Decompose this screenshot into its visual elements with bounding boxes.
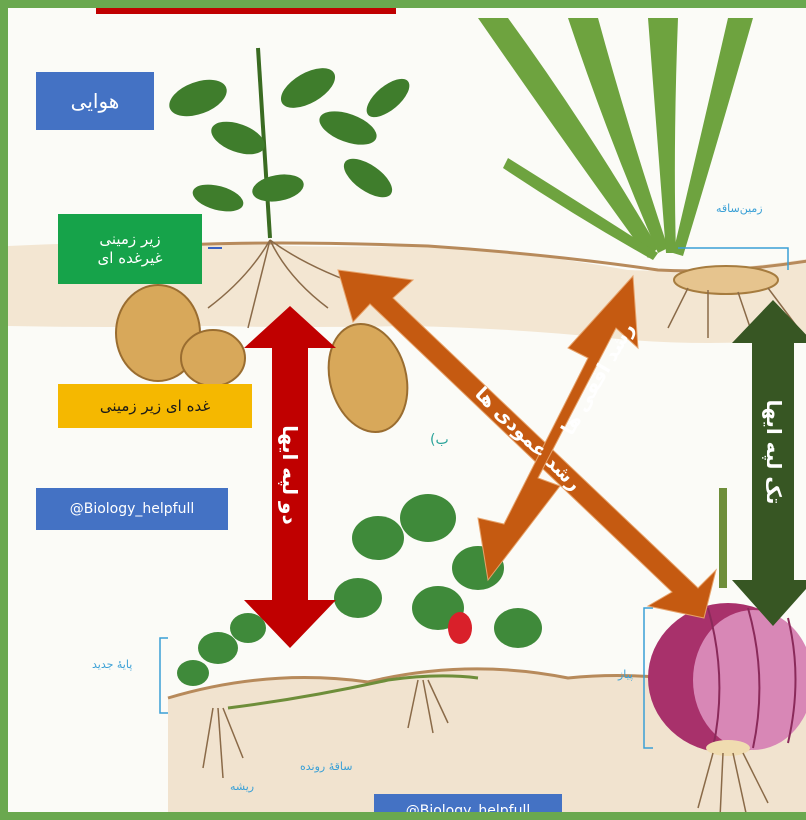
underground-non-tuber-label: زیر زمینی غیرغده ای bbox=[58, 214, 202, 284]
aerial-label: هوایی bbox=[36, 72, 154, 130]
root-label: ریشه bbox=[230, 780, 254, 793]
rhizome-plant bbox=[478, 18, 753, 260]
dicots-arrow-label: دو لپه ایها bbox=[278, 415, 302, 535]
monocots-arrow-label: تک لپه ایها bbox=[762, 392, 786, 512]
new-plant-label: پایهٔ جدید bbox=[92, 658, 132, 671]
rhizome-stem bbox=[674, 266, 778, 294]
runner-label: ساقهٔ رونده bbox=[300, 760, 352, 773]
strawberry-fruit bbox=[448, 612, 472, 644]
watermark-badge-2: @Biology_helpfull bbox=[374, 794, 562, 820]
potato-foliage bbox=[164, 48, 415, 238]
watermark-badge-1: @Biology_helpfull bbox=[36, 488, 228, 530]
rhizome-label: زمین‌ساقه bbox=[716, 202, 763, 215]
onion-label: پیاز bbox=[618, 668, 633, 681]
part-b-label: ب) bbox=[430, 432, 449, 448]
new-plant-bracket bbox=[160, 638, 168, 713]
underground-tuber-label: غده ای زیر زمینی bbox=[58, 384, 252, 428]
